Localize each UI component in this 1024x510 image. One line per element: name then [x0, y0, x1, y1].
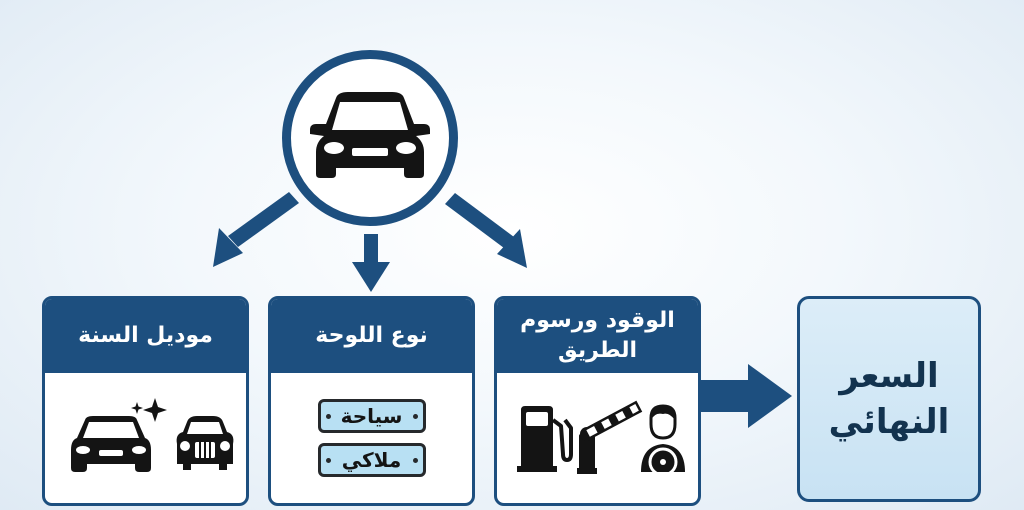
- arrow-to-plate-type: [352, 234, 390, 292]
- card-title: موديل السنة: [45, 299, 246, 373]
- plate-bolt: [325, 414, 331, 419]
- plate-label: سياحة: [340, 404, 403, 428]
- fuel-pump-icon: [516, 406, 573, 472]
- car-front-icon: [310, 92, 430, 178]
- card-year-model: موديل السنة: [42, 296, 249, 506]
- plate-label: ملاكي: [341, 448, 402, 472]
- arrow-to-fuel-tolls: [445, 193, 527, 268]
- plate-bolt: [412, 458, 418, 463]
- card-icons: [45, 373, 246, 503]
- vintage-car-icon: [176, 416, 233, 470]
- fuel-tolls-icons: [516, 400, 685, 477]
- card-fuel-tolls: الوقود ورسوم الطريق: [494, 296, 701, 506]
- year-model-icons: [70, 398, 233, 472]
- toll-gate-icon: [576, 400, 642, 474]
- plate-bolt: [325, 458, 331, 463]
- plate-tourism: سياحة: [317, 399, 426, 433]
- center-car-circle: [282, 50, 458, 226]
- card-plate-type: نوع اللوحة سياحة ملاكي: [268, 296, 475, 506]
- card-icons: [497, 373, 698, 503]
- card-title: الوقود ورسوم الطريق: [497, 299, 698, 373]
- final-price-title: السعر النهائي: [828, 356, 950, 442]
- arrow-to-final-price: [700, 364, 792, 428]
- plate-list: سياحة ملاكي: [271, 373, 472, 503]
- final-price-box: السعر النهائي: [797, 296, 981, 502]
- plate-bolt: [412, 414, 418, 419]
- arrow-to-year-model: [213, 192, 299, 267]
- new-car-icon: [70, 416, 151, 472]
- plate-private: ملاكي: [317, 443, 426, 477]
- sparkle-icon: [130, 398, 167, 422]
- card-title: نوع اللوحة: [271, 299, 472, 373]
- driver-icon: [640, 404, 685, 477]
